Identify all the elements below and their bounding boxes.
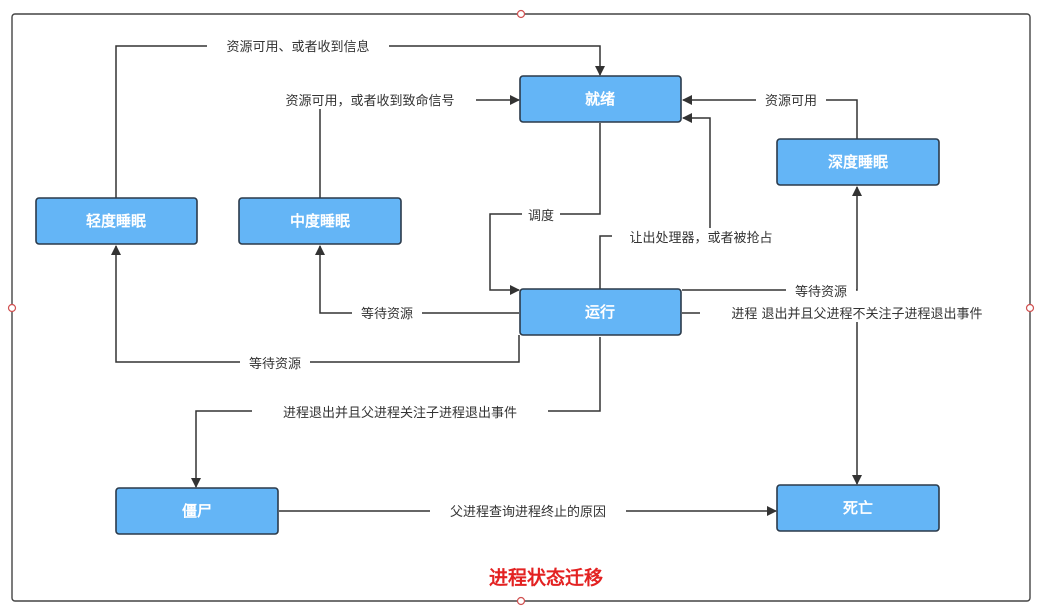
diagram-title: 进程状态迁移: [489, 566, 603, 589]
svg-text:让出处理器，或者被抢占: 让出处理器，或者被抢占: [629, 230, 772, 246]
label-running-to-ready: 让出处理器，或者被抢占: [612, 228, 790, 246]
label-running-to-dead: 进程 退出并且父进程不关注子进程退出事件: [700, 304, 1014, 322]
label-running-to-zombie: 进程退出并且父进程关注子进程退出事件: [252, 403, 548, 421]
frame-handle-top[interactable]: [516, 9, 526, 19]
label-light-to-ready: 资源可用、或者收到信息: [207, 37, 389, 55]
node-dead-label: 死亡: [843, 499, 873, 517]
edge-running-to-deep: [682, 186, 862, 291]
node-light-sleep-label: 轻度睡眠: [86, 212, 146, 230]
node-running[interactable]: 运行: [519, 288, 682, 336]
node-ready-label: 就绪: [585, 90, 615, 108]
edge-ready-to-running: [489, 123, 601, 295]
label-medium-to-ready: 资源可用，或者收到致命信号: [264, 91, 476, 109]
frame-handle-left[interactable]: [7, 303, 17, 313]
svg-text:等待资源: 等待资源: [795, 284, 847, 300]
label-running-to-deep: 等待资源: [786, 282, 856, 300]
svg-text:资源可用: 资源可用: [765, 94, 817, 109]
node-deep-sleep[interactable]: 深度睡眠: [776, 138, 940, 186]
label-ready-to-running: 调度: [522, 206, 560, 224]
label-deep-to-ready: 资源可用: [756, 91, 826, 109]
svg-text:等待资源: 等待资源: [249, 356, 301, 372]
svg-text:调度: 调度: [528, 208, 554, 224]
node-medium-sleep[interactable]: 中度睡眠: [238, 197, 402, 245]
node-zombie-label: 僵尸: [182, 502, 212, 520]
edge-running-to-dead: [682, 312, 862, 485]
svg-text:等待资源: 等待资源: [361, 306, 413, 322]
label-zombie-to-dead: 父进程查询进程终止的原因: [430, 502, 626, 520]
node-running-label: 运行: [585, 303, 615, 321]
node-medium-sleep-label: 中度睡眠: [290, 212, 350, 230]
node-dead[interactable]: 死亡: [776, 484, 940, 532]
svg-text:进程 退出并且父进程不关注子进程退出事件: 进程 退出并且父进程不关注子进程退出事件: [731, 307, 982, 322]
edge-running-to-ready: [599, 113, 711, 289]
label-running-to-medium: 等待资源: [352, 304, 422, 322]
node-deep-sleep-label: 深度睡眠: [828, 153, 888, 171]
edge-medium-to-ready: [319, 95, 520, 198]
frame-handle-bottom[interactable]: [516, 596, 526, 606]
edge-deep-to-ready: [682, 95, 858, 139]
edge-running-to-medium: [315, 245, 519, 314]
svg-text:进程退出并且父进程关注子进程退出事件: 进程退出并且父进程关注子进程退出事件: [283, 406, 517, 421]
label-running-to-light: 等待资源: [240, 354, 310, 372]
node-ready[interactable]: 就绪: [519, 75, 682, 123]
svg-text:父进程查询进程终止的原因: 父进程查询进程终止的原因: [450, 504, 606, 520]
svg-text:资源可用，或者收到致命信号: 资源可用，或者收到致命信号: [285, 93, 454, 109]
svg-text:资源可用、或者收到信息: 资源可用、或者收到信息: [226, 39, 369, 55]
edge-running-to-light: [111, 245, 520, 363]
frame-handle-right[interactable]: [1025, 303, 1035, 313]
node-zombie[interactable]: 僵尸: [115, 487, 279, 535]
node-light-sleep[interactable]: 轻度睡眠: [35, 197, 198, 245]
